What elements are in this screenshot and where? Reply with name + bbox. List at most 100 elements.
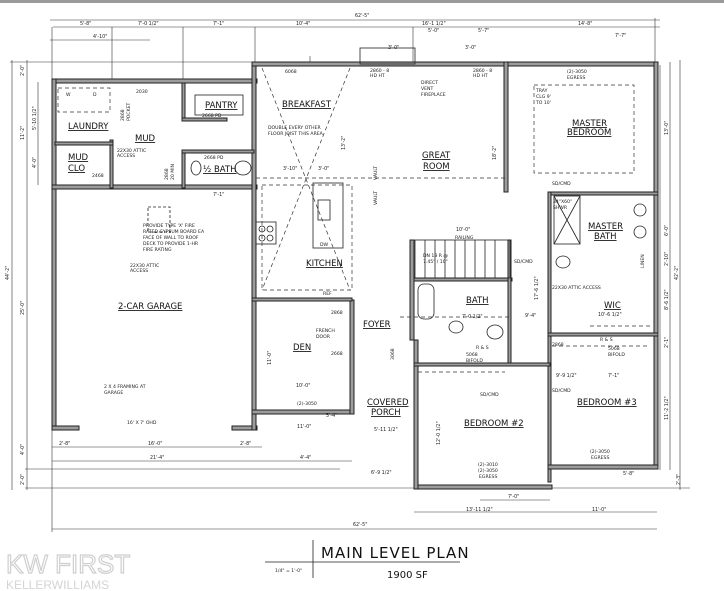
notes-fireplace-2: FIREPLACE xyxy=(421,92,446,98)
dimensions-bottom2-2: 6'-9 1/2" xyxy=(371,470,392,476)
dimensions-bottom1-3: 11'-0" xyxy=(297,424,311,430)
wall xyxy=(547,464,659,470)
notes-pocket-0: 2868 xyxy=(120,109,126,121)
notes-attic-access-1-0: 22X30 ATTIC xyxy=(117,148,146,154)
dash xyxy=(261,67,351,291)
notes-fireplace-0: DIRECT xyxy=(421,80,438,86)
room-mud: MUD xyxy=(135,134,156,144)
notes-bed2-window-0: (2)-3010 xyxy=(478,462,498,468)
room-foyer: FOYER xyxy=(363,320,391,330)
notes-tray-2: TO 10' xyxy=(535,100,551,106)
ln xyxy=(633,225,647,239)
wall xyxy=(251,61,659,67)
dimensions-right-4: 2'-1" xyxy=(664,337,670,348)
wall xyxy=(181,82,186,119)
room-master-bath-1: MASTER xyxy=(588,222,623,232)
dimensions-interior-8: 7'-0 1/2" xyxy=(462,314,483,320)
dimensions-bottom2-1: 4'-4" xyxy=(300,455,311,461)
dimensions-interior-1: 10'-0" xyxy=(296,383,310,389)
notes-door-2868: 2868 xyxy=(552,342,564,348)
dimensions-left-3: 4'-0" xyxy=(32,157,38,168)
dimensions-left-0: 2'-0" xyxy=(20,65,26,76)
notes-fire-rating-3: DECK TO PROVIDE 1-HR xyxy=(143,241,199,247)
notes-bed3-window-1: EGRESS xyxy=(591,455,609,461)
room-master-bed-2: BEDROOM xyxy=(567,128,611,138)
notes-door-3068: 3068 xyxy=(390,348,396,360)
notes-linen: LINEN xyxy=(640,254,646,268)
sink xyxy=(486,324,504,340)
notes-bed2-window-1: (2)-3050 xyxy=(478,468,498,474)
wall xyxy=(231,425,258,431)
notes-garage-door: 16' X 7' OHD xyxy=(127,420,157,426)
room-mud-clo-1: MUD xyxy=(68,153,89,163)
notes-window-right-1: HD HT xyxy=(473,73,488,79)
dimensions-interior-4: 13'-2" xyxy=(341,136,347,150)
dimensions-top2-3: 7'-7" xyxy=(615,33,626,39)
kitchen-island xyxy=(312,182,344,249)
notes-fire-rating-4: FIRE RATING xyxy=(143,247,172,253)
notes-master-window-0: (2)-3050 xyxy=(567,69,587,75)
floor-plan-drawing: LAUNDRY MUD MUD CLO PANTRY ½ BATH BREAKF… xyxy=(5,13,690,591)
notes-attic-access-2-0: 22X30 ATTIC xyxy=(130,263,159,269)
notes-door-2668: 2668 xyxy=(331,351,343,357)
dimensions-top2-0: 4'-10" xyxy=(93,34,107,40)
dimensions-interior-11: 7'-1" xyxy=(608,373,619,379)
dimensions-overall-width: 62'-5" xyxy=(353,522,367,528)
notes-fire-rating-2: FACE OF WALL TO ROOF xyxy=(143,235,199,241)
room-wic: WIC xyxy=(604,301,621,311)
notes-bifold-2-0: 5068 xyxy=(608,346,620,352)
dimensions-bottom1-1: 16'-0" xyxy=(148,441,162,447)
dimensions-right-0: 13'-0" xyxy=(664,121,670,135)
toilet xyxy=(448,320,464,334)
room-bedroom3: BEDROOM #3 xyxy=(577,398,637,408)
dimensions-overall-width: 62'-5" xyxy=(355,13,369,19)
dimensions-top2-4: 3'-0" xyxy=(388,45,399,51)
notes-shower-0: 34"X60" xyxy=(553,199,572,205)
annotations: PROVIDE TYPE 'X' FIRE RATED GYPSUM BOARD… xyxy=(66,68,646,480)
dimensions-interior-14: 17'-6 1/2" xyxy=(534,276,540,300)
walls xyxy=(51,61,659,490)
wall xyxy=(547,191,659,196)
wall xyxy=(251,61,257,431)
notes-bath-door: 2668 PD xyxy=(204,155,224,161)
ln xyxy=(553,195,581,245)
room-porch-1: COVERED xyxy=(367,398,409,408)
notes-rs: R & S xyxy=(600,337,613,343)
wall xyxy=(181,149,186,189)
dimensions-interior-7: 3'-0" xyxy=(318,166,329,172)
wall xyxy=(507,239,512,366)
dimensions-left-5: 4'-0" xyxy=(20,444,26,455)
notes-fire-rating-1: RATED GYPSUM BOARD EA xyxy=(143,229,205,235)
wall xyxy=(653,61,659,469)
wall xyxy=(109,139,114,189)
room-bath: BATH xyxy=(466,296,489,306)
fireplace xyxy=(359,47,416,65)
dimensions-top-0: 5'-8" xyxy=(80,21,91,27)
notes-sd-cmd: SD/CMD xyxy=(552,181,571,187)
wall xyxy=(51,78,258,84)
wall xyxy=(414,484,553,490)
sink xyxy=(317,199,331,221)
dimensions-top2-2: 5'-7" xyxy=(478,28,489,34)
dimensions-left-6: 2'-0" xyxy=(20,474,26,485)
wall xyxy=(413,362,551,367)
notes-den-window: (2)-3050 xyxy=(297,401,317,407)
branding-logo-main: KW FIRST xyxy=(6,549,130,579)
notes-joist-0: DOUBLE EVERY OTHER xyxy=(268,125,321,131)
plan-scale: 1/4" = 1'-0" xyxy=(275,568,302,574)
wall xyxy=(547,332,659,337)
pantry-shelf xyxy=(194,94,244,116)
notes-attic-access-1-1: ACCESS xyxy=(117,153,135,159)
notes-ref: REF xyxy=(323,291,332,297)
dimensions-interior-2: 11'-0" xyxy=(267,351,273,365)
wall xyxy=(181,117,228,122)
wall xyxy=(51,78,57,430)
branding-logo-sub: KELLERWILLIAMS xyxy=(6,578,109,591)
dimensions-top-2: 7'-1" xyxy=(213,21,224,27)
dimensions-bottom1-0: 2'-8" xyxy=(59,441,70,447)
wall xyxy=(413,277,513,282)
dimensions-top-5: 14'-8" xyxy=(578,21,592,27)
notes-pantry-door: 2668 PD xyxy=(202,113,222,119)
notes-fire-rating-0: PROVIDE TYPE 'X' FIRE xyxy=(143,223,195,229)
dimensions-overall-depth: 44'-2" xyxy=(5,266,11,280)
